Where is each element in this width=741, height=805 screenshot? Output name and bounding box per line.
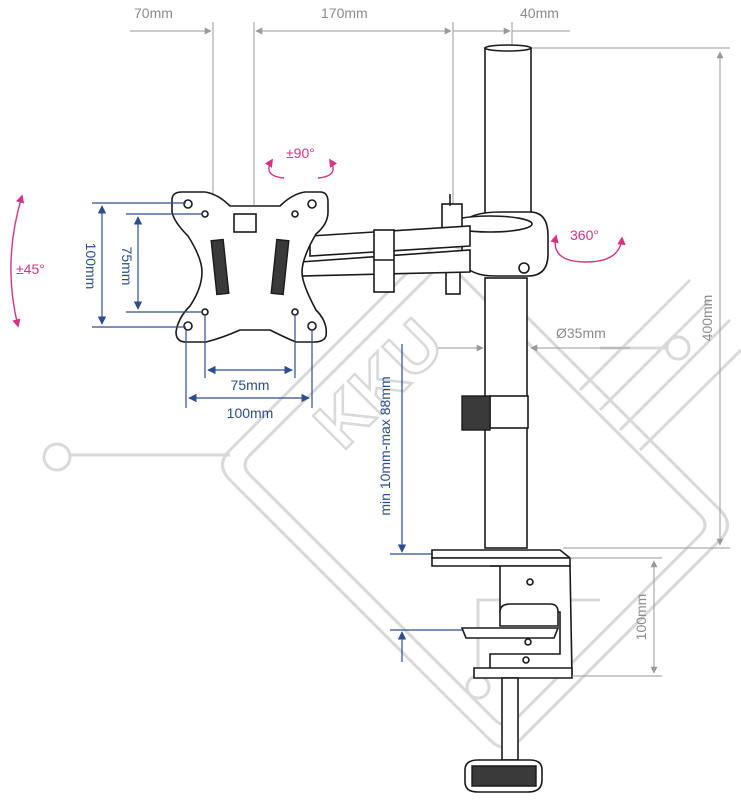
vesa-width-100-label: 100mm — [227, 405, 274, 421]
vesa-height-100-label: 100mm — [83, 243, 99, 290]
pole: Ø35mm — [438, 44, 630, 549]
clamp-range-dimension: min 10mm-max 88mm — [377, 344, 462, 662]
clamp-range-label: min 10mm-max 88mm — [377, 376, 393, 515]
vesa-dimensions: 100mm 75mm 75mm 100mm — [83, 202, 313, 421]
clamp-height-dimension: 100mm — [570, 557, 662, 677]
rotate-360-label: 360° — [570, 227, 599, 243]
vesa-plate — [171, 191, 329, 343]
tilt-45-label: ±45° — [16, 261, 45, 277]
clamp-100mm-label: 100mm — [633, 594, 649, 641]
dim-170mm-label: 170mm — [321, 5, 368, 21]
height-dimension: 400mm — [512, 47, 730, 549]
dim-400mm-label: 400mm — [699, 295, 715, 342]
dim-40mm-label: 40mm — [520, 5, 559, 21]
desk-clamp — [431, 549, 573, 793]
vesa-width-75-label: 75mm — [231, 377, 270, 393]
top-dimensions: 70mm 170mm 40mm — [130, 5, 570, 205]
dim-diameter-label: Ø35mm — [556, 325, 606, 341]
vesa-height-75-label: 75mm — [119, 247, 135, 286]
swivel-arm — [299, 194, 549, 295]
dim-70mm-label: 70mm — [134, 5, 173, 21]
rotate-90-label: ±90° — [286, 145, 315, 161]
rotation-indicators: ±90° ±45° 360° — [10, 145, 626, 328]
